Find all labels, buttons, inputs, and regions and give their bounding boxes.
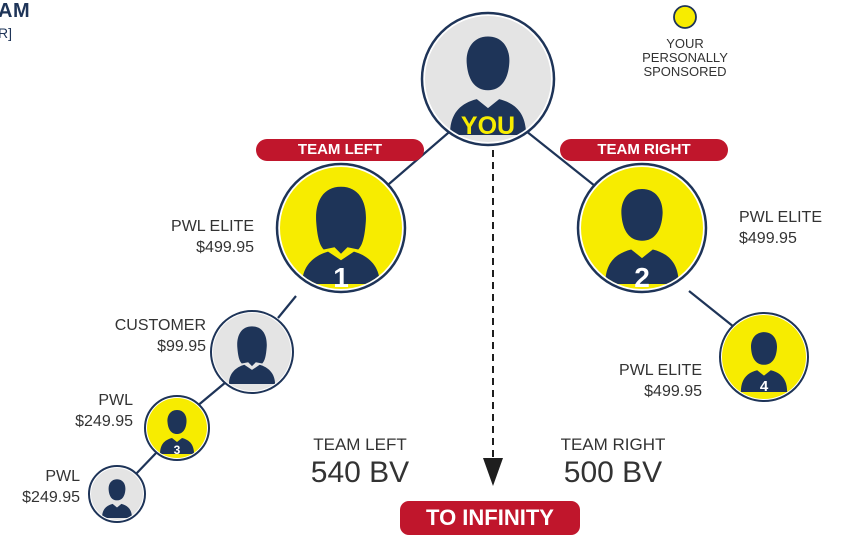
legend-swatch-icon: [673, 5, 697, 29]
node-2-label: PWL ELITE $499.95: [739, 207, 839, 249]
customer-label: CUSTOMER $99.95: [90, 315, 206, 357]
node-4-rank: PWL ELITE: [619, 362, 702, 379]
node-3: [144, 395, 210, 461]
team-right-total: TEAM RIGHT 500 BV: [548, 434, 678, 490]
team-right-total-label: TEAM RIGHT: [560, 435, 666, 454]
node-3-number: 3: [173, 443, 181, 457]
legend-line-3: SPONSORED: [643, 64, 727, 79]
team-right-badge: TEAM RIGHT: [560, 139, 728, 161]
team-left-total: TEAM LEFT 540 BV: [300, 434, 420, 490]
node-4-price: $499.95: [644, 383, 702, 400]
node-2-price: $499.95: [739, 230, 797, 247]
customer-price: $99.95: [157, 338, 206, 355]
node-1-rank: PWL ELITE: [171, 218, 254, 235]
node-4-label: PWL ELITE $499.95: [590, 360, 702, 402]
node-2: [576, 162, 708, 294]
node-3-rank: PWL: [98, 392, 133, 409]
bottom-node-label: PWL $249.95: [0, 466, 80, 508]
node-1-number: 1: [333, 262, 349, 293]
bottom-node-rank: PWL: [45, 468, 80, 485]
node-1: [275, 162, 407, 294]
node-2-number: 2: [634, 262, 650, 293]
bottom-node-price: $249.95: [22, 489, 80, 506]
customer-node: [210, 310, 294, 394]
to-infinity-badge: TO INFINITY: [400, 501, 580, 535]
node-2-rank: PWL ELITE: [739, 209, 822, 226]
bottom-node: [88, 465, 146, 523]
legend-line-2: PERSONALLY: [642, 50, 728, 65]
you-label: YOU: [460, 112, 516, 140]
node-4: [719, 312, 809, 402]
page-subtitle-fragment: R]: [0, 25, 12, 41]
node-4-number: 4: [759, 378, 769, 395]
node-3-label: PWL $249.95: [30, 390, 133, 432]
legend-line-1: YOUR: [666, 36, 704, 51]
node-1-label: PWL ELITE $499.95: [140, 216, 254, 258]
team-left-badge: TEAM LEFT: [256, 139, 424, 161]
you-node: [420, 11, 556, 147]
node-3-price: $249.95: [75, 413, 133, 430]
customer-rank: CUSTOMER: [114, 317, 206, 334]
team-left-total-value: 540 BV: [310, 456, 410, 489]
node-1-price: $499.95: [196, 239, 254, 256]
team-left-total-label: TEAM LEFT: [313, 435, 407, 454]
team-right-total-value: 500 BV: [563, 456, 663, 489]
to-infinity-arrow: [483, 150, 503, 486]
legend-text: YOUR PERSONALLY SPONSORED: [620, 37, 750, 79]
page-title-fragment: AM: [0, 0, 31, 22]
